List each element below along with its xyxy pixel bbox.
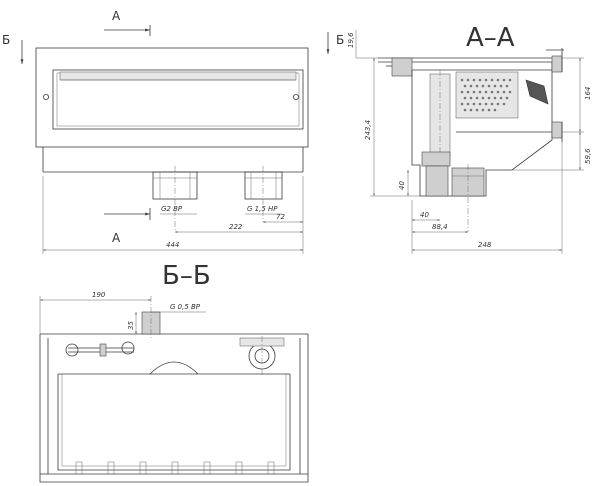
bb-outer xyxy=(39,334,309,483)
section-bb-title: Б–Б xyxy=(162,261,211,291)
front-flange xyxy=(35,47,309,148)
section-a-label-top: А xyxy=(112,9,121,23)
aa-body xyxy=(411,62,553,197)
thread-label-g05: G 0,5 ВР xyxy=(170,303,201,311)
aa-fitting-upper xyxy=(421,151,451,167)
section-a-label-bottom: А xyxy=(112,231,121,245)
dim-40-vertical: 40 xyxy=(398,181,406,190)
dim-243-4: 243,4 xyxy=(364,120,372,140)
dim-222: 222 xyxy=(229,223,243,231)
dim-88-4: 88,4 xyxy=(432,223,448,231)
bb-arch xyxy=(149,361,199,375)
front-window xyxy=(52,69,304,130)
dim-35: 35 xyxy=(127,321,135,330)
section-b-label-right: Б xyxy=(336,33,344,47)
thread-label-g2: G2 ВР xyxy=(161,205,183,213)
bb-valve-right xyxy=(121,341,135,355)
screw-hole-left xyxy=(43,94,50,101)
dim-164: 164 xyxy=(584,87,592,100)
nozzle-g15 xyxy=(244,171,283,200)
section-aa-view: А–А xyxy=(347,23,592,254)
section-bb-view: Б–Б xyxy=(39,261,309,483)
bb-bottom-ribs xyxy=(75,461,275,475)
section-aa-title: А–А xyxy=(466,23,515,53)
dim-248: 248 xyxy=(478,241,492,249)
front-view: А А Б Б G2 ВР G 1,5 НР 72 222 444 xyxy=(2,9,344,254)
dim-72: 72 xyxy=(276,213,285,221)
bb-inner-tray xyxy=(57,374,291,471)
front-grate-strip xyxy=(59,71,297,81)
aa-left-stub xyxy=(391,57,413,77)
section-b-label-left: Б xyxy=(2,33,10,47)
screw-hole-right xyxy=(292,94,299,101)
bb-valve-left xyxy=(65,343,79,357)
dim-444: 444 xyxy=(166,241,179,249)
dim-59-6: 59,6 xyxy=(584,148,592,164)
thread-label-g15: G 1,5 НР xyxy=(247,205,278,213)
dim-19-6: 19,6 xyxy=(347,32,355,48)
dim-190: 190 xyxy=(92,291,106,299)
aa-flap xyxy=(525,79,549,105)
dim-40-horizontal: 40 xyxy=(420,211,429,219)
